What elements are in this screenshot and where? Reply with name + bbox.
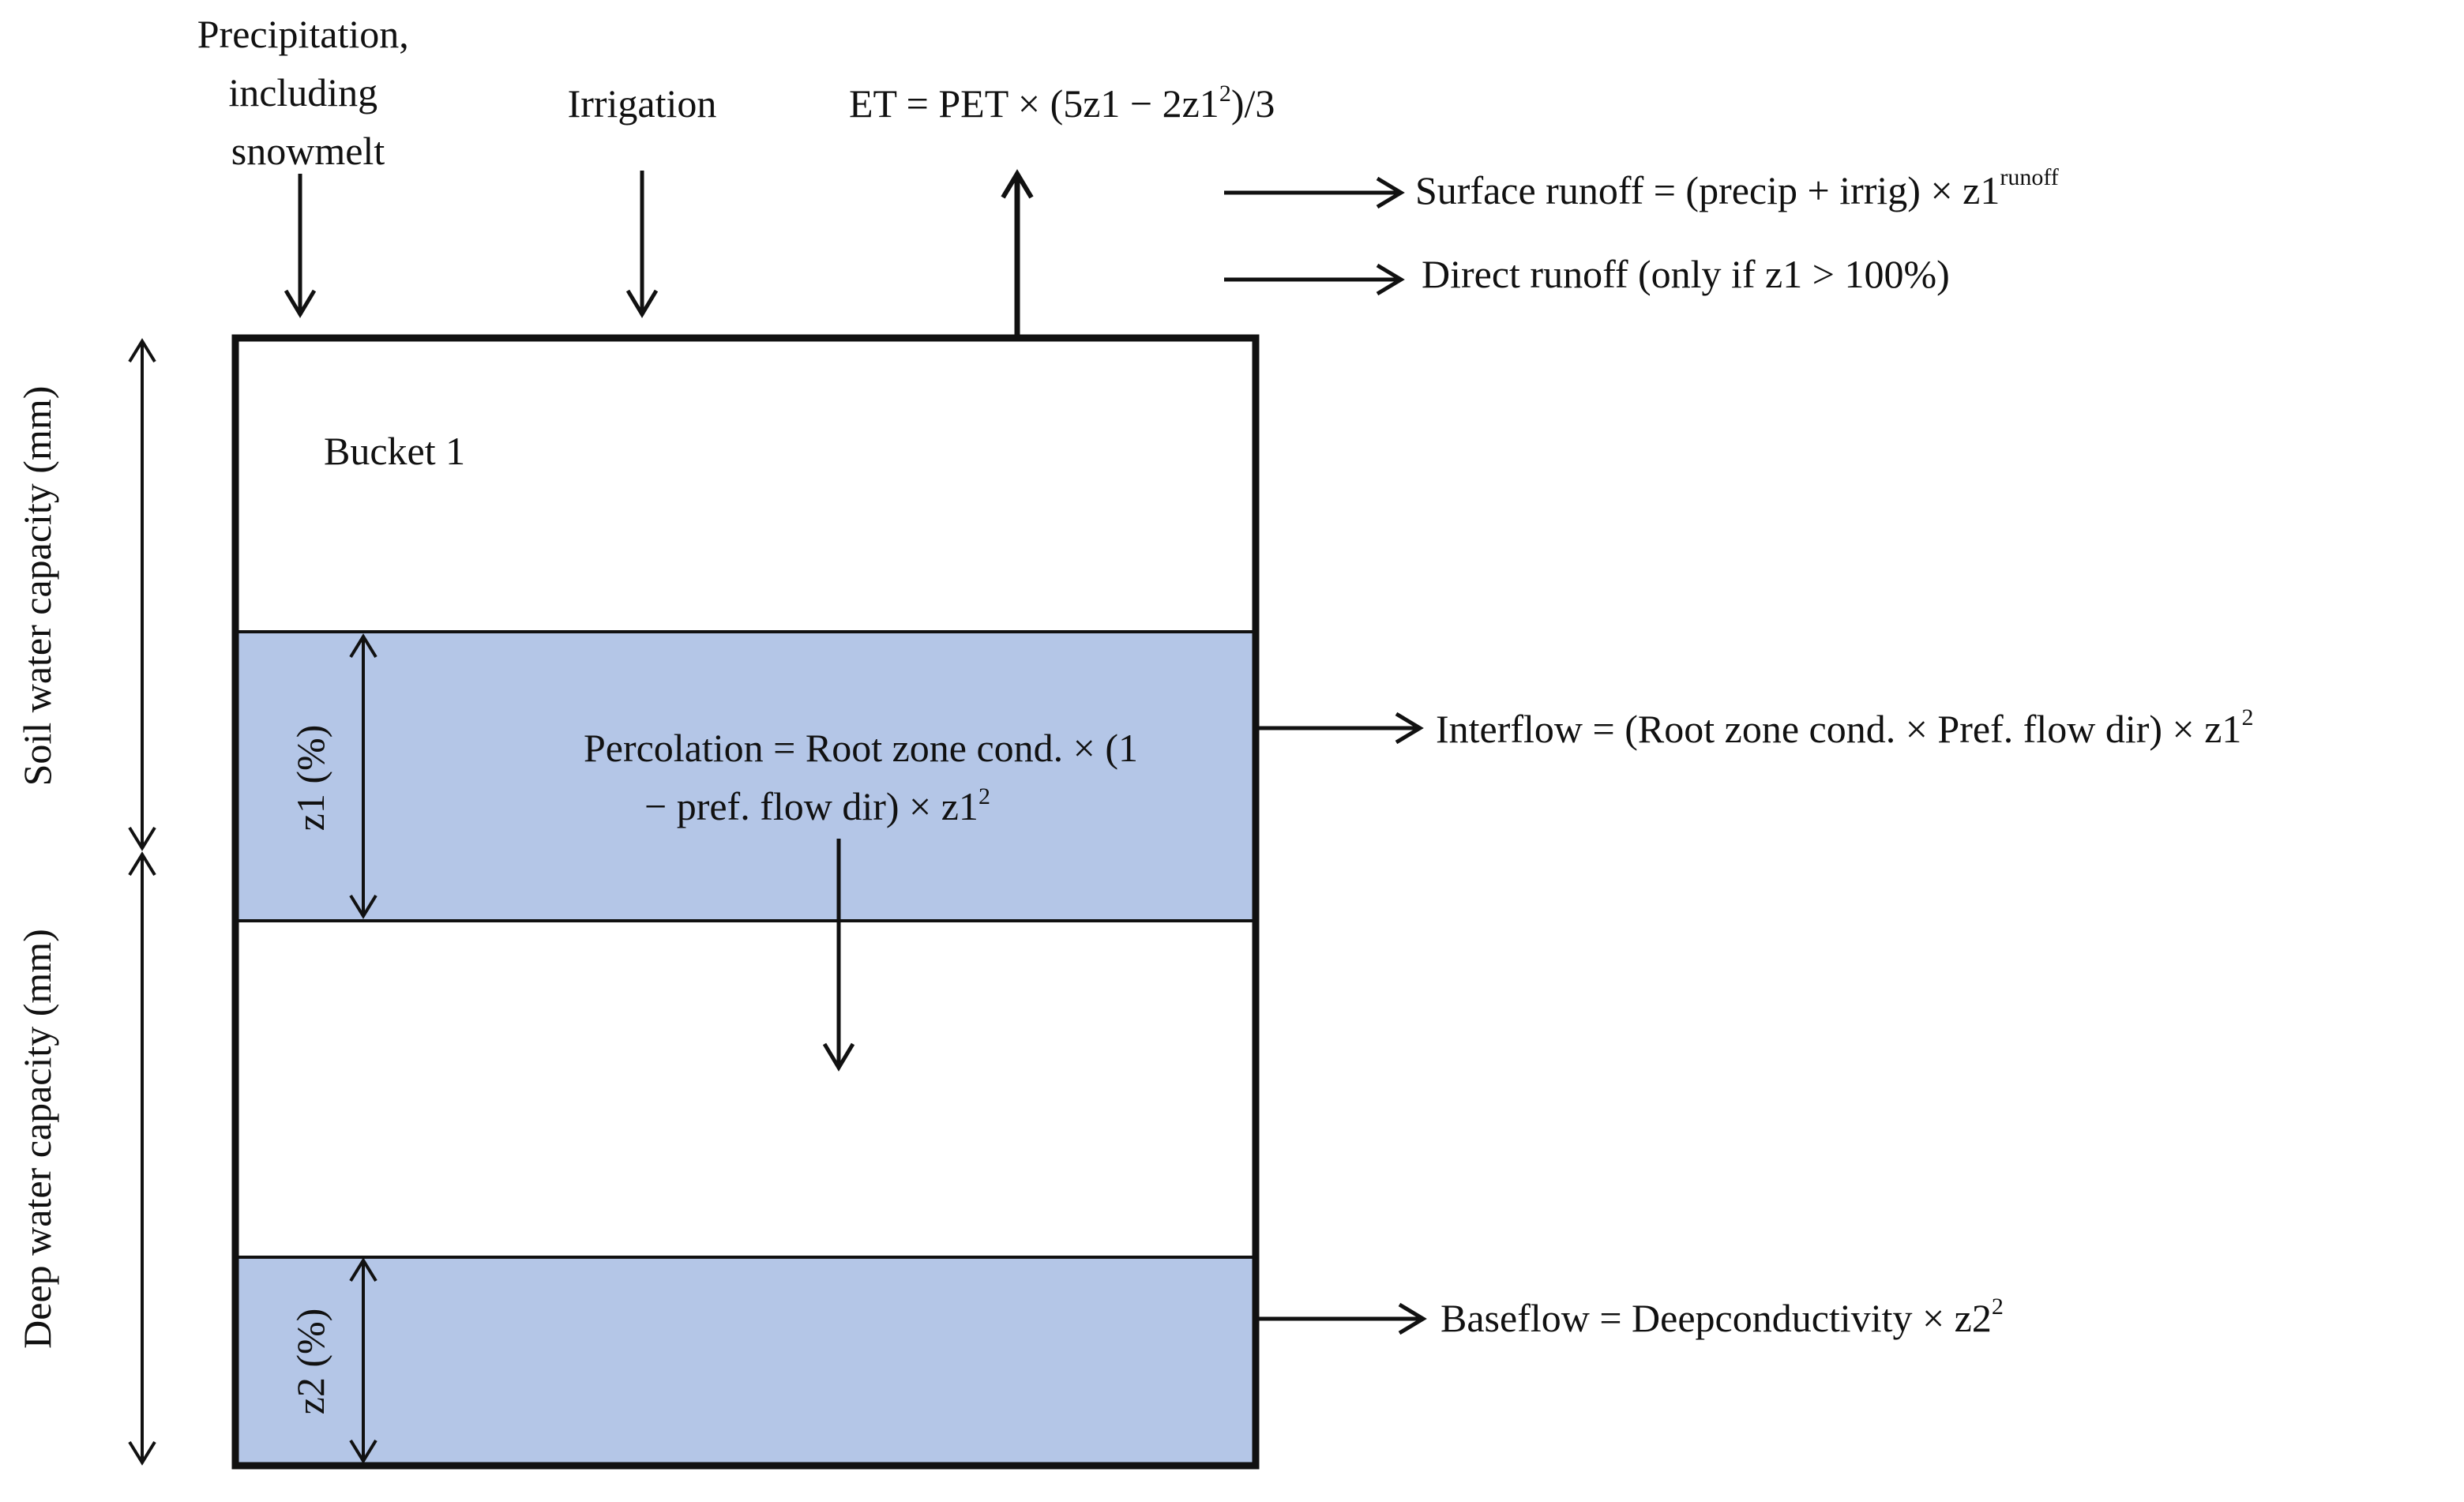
soil-capacity-label: Soil water capacity (mm)	[15, 386, 59, 787]
baseflow-label: Baseflow = Deepconductivity × z22	[1440, 1294, 2004, 1340]
percolation-label: Percolation = Root zone cond. × (1	[584, 726, 1138, 770]
z2-layer	[235, 1257, 1256, 1466]
irrigation-label: Irrigation	[568, 81, 717, 126]
direct-runoff-label: Direct runoff (only if z1 > 100%)	[1422, 252, 1950, 296]
z1-label: z1 (%)	[288, 725, 332, 832]
percolation-label-line2: − pref. flow dir) × z12	[644, 783, 990, 828]
interflow-label: Interflow = (Root zone cond. × Pref. flo…	[1436, 704, 2253, 751]
surface-runoff-label: Surface runoff = (precip + irrig) × z1ru…	[1415, 164, 2059, 212]
bucket-outline	[231, 334, 1260, 1470]
z2-label: z2 (%)	[288, 1309, 332, 1415]
precipitation-label: Precipitation, including snowmelt	[197, 12, 419, 173]
bucket1-label: Bucket 1	[324, 429, 465, 473]
deep-capacity-label: Deep water capacity (mm)	[15, 929, 59, 1349]
et-label: ET = PET × (5z1 − 2z12)/3	[849, 81, 1275, 126]
z1-layer	[235, 632, 1256, 921]
